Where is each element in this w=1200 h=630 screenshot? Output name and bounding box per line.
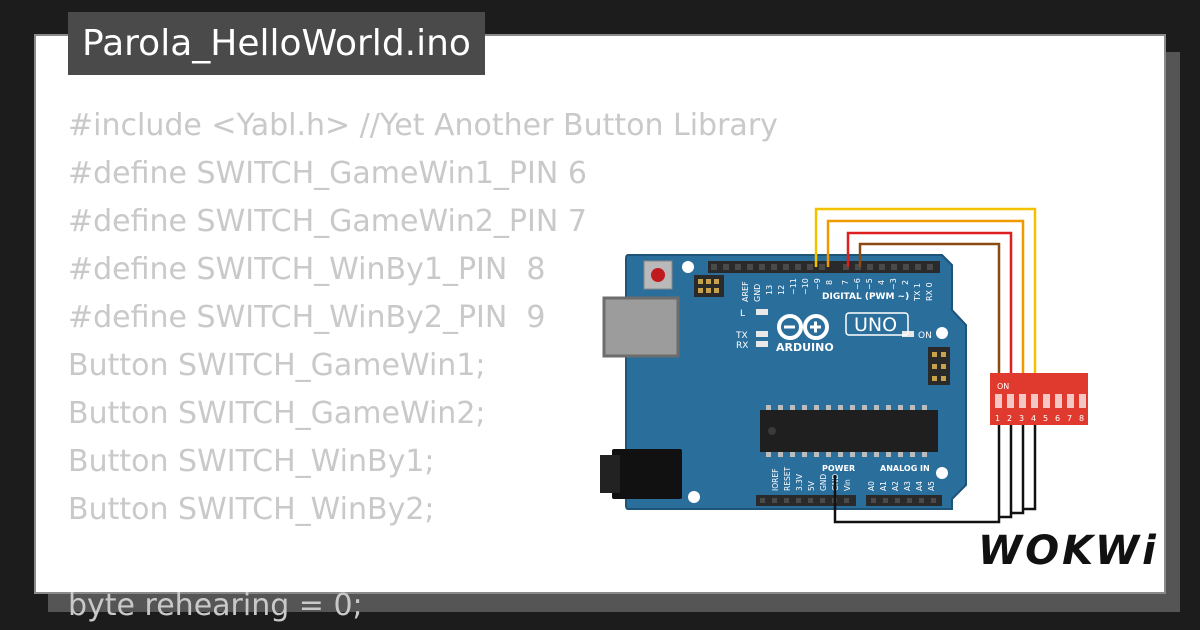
pin-label: ~5 xyxy=(865,278,874,290)
code-line: #define SWITCH_GameWin2_PIN 7 xyxy=(68,204,587,239)
code-preview: #include <Yabl.h> //Yet Another Button L… xyxy=(68,102,778,630)
mount-hole xyxy=(936,327,948,339)
pin-label: 13 xyxy=(765,285,774,295)
uno-badge xyxy=(845,312,909,336)
wires xyxy=(814,207,1037,524)
pin-label: ~9 xyxy=(813,278,822,290)
digital-pin-labels: AREF GND 13 12 ~11 ~10 ~9 8 7 ~6 ~5 4 ~3… xyxy=(741,278,934,302)
orange-wire[interactable] xyxy=(826,219,1025,373)
code-line: Button SWITCH_GameWin2; xyxy=(68,396,486,431)
pin-label: TX 1 xyxy=(913,283,922,302)
pin-label: A5 xyxy=(927,481,936,491)
reset-button-cap xyxy=(651,268,665,282)
analog-label: ANALOG IN xyxy=(880,464,930,473)
arduino-uno-board[interactable]: AREF GND 13 12 ~11 ~10 ~9 8 7 ~6 ~5 4 ~3… xyxy=(600,254,967,510)
analog-pin-labels: A0 A1 A2 A3 A4 A5 xyxy=(867,481,936,491)
pin-label: GND xyxy=(819,474,828,491)
code-line: byte rehearing = 0; xyxy=(68,588,363,623)
dip-toggles xyxy=(995,394,1086,408)
usb-port xyxy=(602,296,680,358)
dip-number: 7 xyxy=(1067,414,1072,423)
code-line xyxy=(68,534,778,582)
preview-card xyxy=(34,34,1166,594)
bottom-header-pins xyxy=(760,498,936,503)
pin-label: 2 xyxy=(901,280,910,285)
code-line: Button SWITCH_WinBy2; xyxy=(68,492,435,527)
pin-label: ~11 xyxy=(789,278,798,295)
on-led-label: ON xyxy=(918,331,932,341)
pin-label: ~6 xyxy=(853,278,862,290)
digital-label: DIGITAL (PWM ~) xyxy=(822,292,909,302)
arduino-logo-icon xyxy=(777,314,829,340)
led-label-tx: TX xyxy=(735,331,748,341)
brown-wire[interactable] xyxy=(858,242,1001,373)
dip-number: 2 xyxy=(1007,414,1012,423)
dip-number: 1 xyxy=(995,414,1000,423)
dip-number: 3 xyxy=(1019,414,1024,423)
wokwi-logo: WOKWi xyxy=(978,528,1159,574)
pin-label: RX 0 xyxy=(925,282,934,301)
pin-label: 4 xyxy=(877,280,886,285)
code-line: Button SWITCH_GameWin1; xyxy=(68,348,486,383)
power-jack-barrel xyxy=(600,455,620,493)
dip-numbers: 1 2 3 4 5 6 7 8 xyxy=(995,414,1084,423)
pin-label: A4 xyxy=(915,481,924,491)
pin-label: GND xyxy=(753,284,762,302)
arduino-brand: ARDUINO xyxy=(776,341,834,354)
led-label-rx: RX xyxy=(736,341,748,351)
dip-number: 8 xyxy=(1079,414,1084,423)
led-label-l: L xyxy=(740,309,745,319)
circuit-diagram: AREF GND 13 12 ~11 ~10 ~9 8 7 ~6 ~5 4 ~3… xyxy=(600,207,1088,524)
pin-label: AREF xyxy=(741,281,750,302)
mount-hole xyxy=(936,467,948,479)
dip-number: 4 xyxy=(1031,414,1036,423)
mount-hole xyxy=(682,261,694,273)
code-line: #include <Yabl.h> //Yet Another Button L… xyxy=(68,108,778,143)
pin-label: A1 xyxy=(879,481,888,491)
pin-label: A2 xyxy=(891,481,900,491)
power-label: POWER xyxy=(822,464,855,473)
digital-header-pins xyxy=(711,264,933,270)
pin-label: 5V xyxy=(807,480,816,491)
pin-label: Vin xyxy=(843,479,852,491)
dip-number: 6 xyxy=(1055,414,1060,423)
pin-label: A3 xyxy=(903,481,912,491)
pin-label: 3.3V xyxy=(795,473,804,491)
pin-label: 7 xyxy=(841,280,850,285)
code-line: #define SWITCH_GameWin1_PIN 6 xyxy=(68,156,587,191)
pin-label: 12 xyxy=(777,285,786,295)
mount-hole xyxy=(688,491,700,503)
pin-label: RESET xyxy=(783,467,792,491)
atmega-chip xyxy=(760,405,938,457)
icsp-header-2 xyxy=(928,347,950,385)
code-line: Button SWITCH_WinBy1; xyxy=(68,444,435,479)
red-wire[interactable] xyxy=(846,231,1013,373)
dip-number: 5 xyxy=(1043,414,1048,423)
icsp-header xyxy=(694,275,724,297)
code-line: #define SWITCH_WinBy1_PIN 8 xyxy=(68,252,546,287)
yellow-wire[interactable] xyxy=(814,207,1037,373)
analog-header xyxy=(866,495,942,506)
pin-label: ~3 xyxy=(889,278,898,290)
uno-label: UNO xyxy=(854,314,897,336)
pin-label: A0 xyxy=(867,481,876,491)
pin-label: ~10 xyxy=(801,278,810,295)
project-title[interactable]: Parola_HelloWorld.ino xyxy=(68,12,485,75)
power-jack xyxy=(612,449,682,499)
black-wire[interactable] xyxy=(833,425,1037,524)
pin-label: 8 xyxy=(825,280,834,285)
power-header xyxy=(756,495,856,506)
dip-switch[interactable]: ON 1 2 3 4 5 6 7 8 xyxy=(990,373,1088,425)
dip-on-label: ON xyxy=(997,382,1009,391)
code-line: #define SWITCH_WinBy2_PIN 9 xyxy=(68,300,546,335)
pin-label: IOREF xyxy=(771,469,780,491)
